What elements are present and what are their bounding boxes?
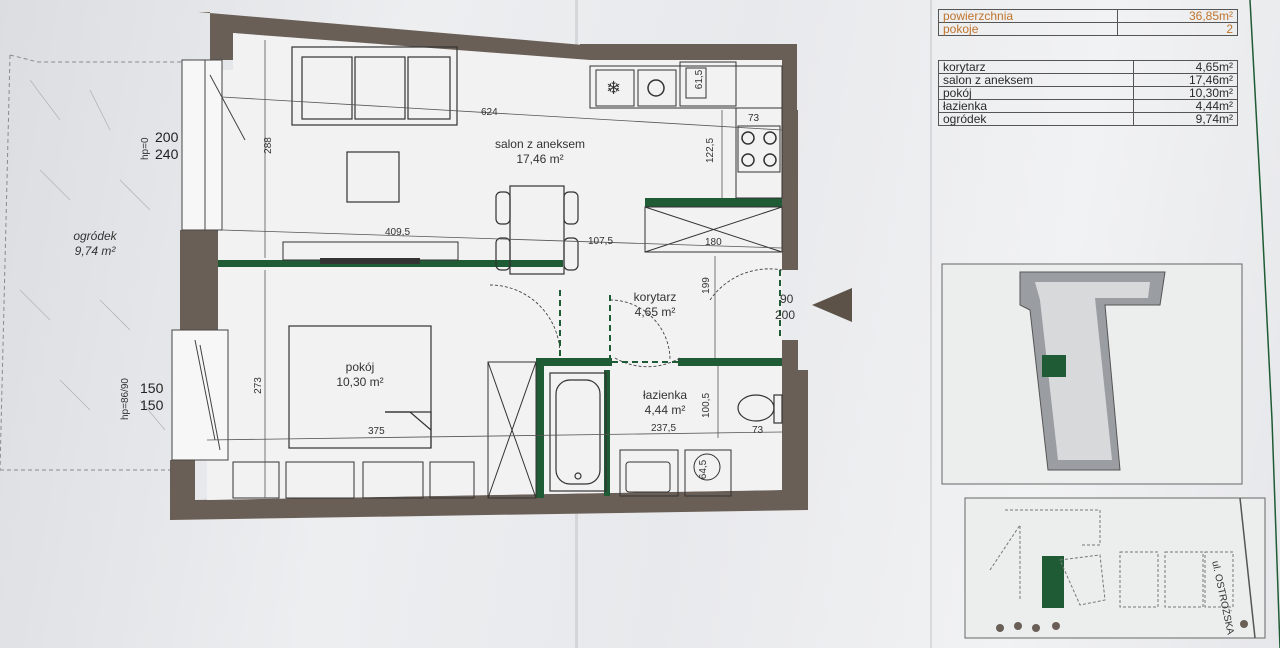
- table-row: pokoje 2: [938, 22, 1239, 36]
- dimension-label: 73: [748, 113, 760, 124]
- dimension-label: 122,5: [705, 137, 717, 164]
- table-row: powierzchnia 36,85m²: [938, 9, 1239, 23]
- dimension-label: 409,5: [385, 227, 411, 238]
- entrance-arrow: [812, 288, 852, 322]
- table-cell-value: 17,46m²: [1132, 73, 1239, 87]
- table-cell-value: 2: [1116, 22, 1239, 36]
- dimension-label: 237,5: [651, 423, 677, 434]
- room-area: 17,46 m²: [516, 152, 564, 166]
- room-label-lazienka: łazienka 4,44 m²: [620, 388, 710, 418]
- coffee-table: [346, 151, 400, 203]
- bathtub: [549, 372, 607, 492]
- table-cell-label: korytarz: [938, 60, 1134, 74]
- dimension-label: 107,5: [588, 236, 614, 247]
- room-area: 4,44 m²: [644, 403, 686, 417]
- summary-table: powierzchnia 36,85m² pokoje 2: [938, 9, 1239, 36]
- room-label-ogrodek: ogródek 9,74 m²: [45, 229, 145, 259]
- table-cell-label: salon z aneksem: [938, 73, 1134, 87]
- kitchen-counter: [589, 61, 783, 199]
- window-dimension: 200: [155, 129, 179, 145]
- table-cell-value: 4,44m²: [1132, 99, 1239, 113]
- table-cell-label: powierzchnia: [938, 9, 1118, 23]
- dimension-label: 288: [262, 137, 274, 154]
- window-dimension: 150: [140, 380, 164, 396]
- bedroom-cabinets: [232, 461, 475, 499]
- room-label-korytarz: korytarz 4,65 m²: [605, 290, 705, 320]
- dimension-label: 180: [705, 237, 722, 248]
- room-name: pokój: [345, 360, 375, 374]
- table-row: łazienka 4,44m²: [938, 99, 1239, 113]
- room-area: 10,30 m²: [336, 375, 384, 389]
- table-cell-value: 4,65m²: [1132, 60, 1239, 74]
- garden-area: [0, 54, 190, 471]
- window-dimension: 150: [140, 397, 164, 413]
- dimension-label: 100,5: [701, 392, 713, 419]
- room-areas-table: korytarz 4,65m² salon z aneksem 17,46m² …: [938, 60, 1239, 126]
- window: [171, 59, 229, 461]
- table-row: korytarz 4,65m²: [938, 60, 1239, 74]
- window-height-label: hp=0: [140, 137, 151, 160]
- sofa: [291, 46, 458, 126]
- window-dimension: 240: [155, 146, 179, 162]
- table-row: ogródek 9,74m²: [938, 112, 1239, 126]
- table-cell-value: 36,85m²: [1116, 9, 1239, 23]
- building-locator-map: [941, 263, 1243, 485]
- dimension-label: 61,5: [694, 69, 706, 90]
- table-cell-value: 10,30m²: [1132, 86, 1239, 100]
- table-cell-label: ogródek: [938, 112, 1134, 126]
- dimension-label: 199: [700, 277, 712, 294]
- dimension-lines: [206, 40, 783, 498]
- dimension-label: 375: [368, 426, 385, 437]
- window-height-label: hp=86/90: [120, 378, 131, 420]
- table-row: salon z aneksem 17,46m²: [938, 73, 1239, 87]
- svg-text:❄: ❄: [606, 78, 621, 99]
- room-label-pokoj: pokój 10,30 m²: [305, 360, 415, 390]
- table-cell-value: 9,74m²: [1132, 112, 1239, 126]
- room-name: salon z aneksem: [494, 137, 586, 151]
- site-plan-map: [964, 497, 1266, 639]
- room-area: 4,65 m²: [634, 305, 676, 319]
- washbasin: [619, 449, 732, 497]
- dining-table: [495, 185, 579, 275]
- toilet: [737, 394, 783, 424]
- bed: [288, 325, 432, 449]
- room-name: łazienka: [642, 388, 688, 402]
- room-area: 9,74 m²: [74, 244, 116, 258]
- dimension-label: 200: [775, 308, 796, 322]
- table-cell-label: pokoje: [938, 22, 1118, 36]
- room-name: korytarz: [633, 290, 677, 304]
- dimension-label: 64,5: [698, 459, 710, 480]
- dimension-label: 624: [481, 107, 498, 118]
- table-row: pokój 10,30m²: [938, 86, 1239, 100]
- room-name: ogródek: [73, 229, 117, 243]
- dimension-label: 273: [252, 377, 264, 394]
- dimension-label: 73: [752, 425, 764, 436]
- table-cell-label: łazienka: [938, 99, 1134, 113]
- paper-fold-line: [930, 0, 932, 648]
- room-label-salon: salon z aneksem 17,46 m²: [470, 137, 610, 167]
- dimension-label: 90: [780, 292, 794, 306]
- table-cell-label: pokój: [938, 86, 1134, 100]
